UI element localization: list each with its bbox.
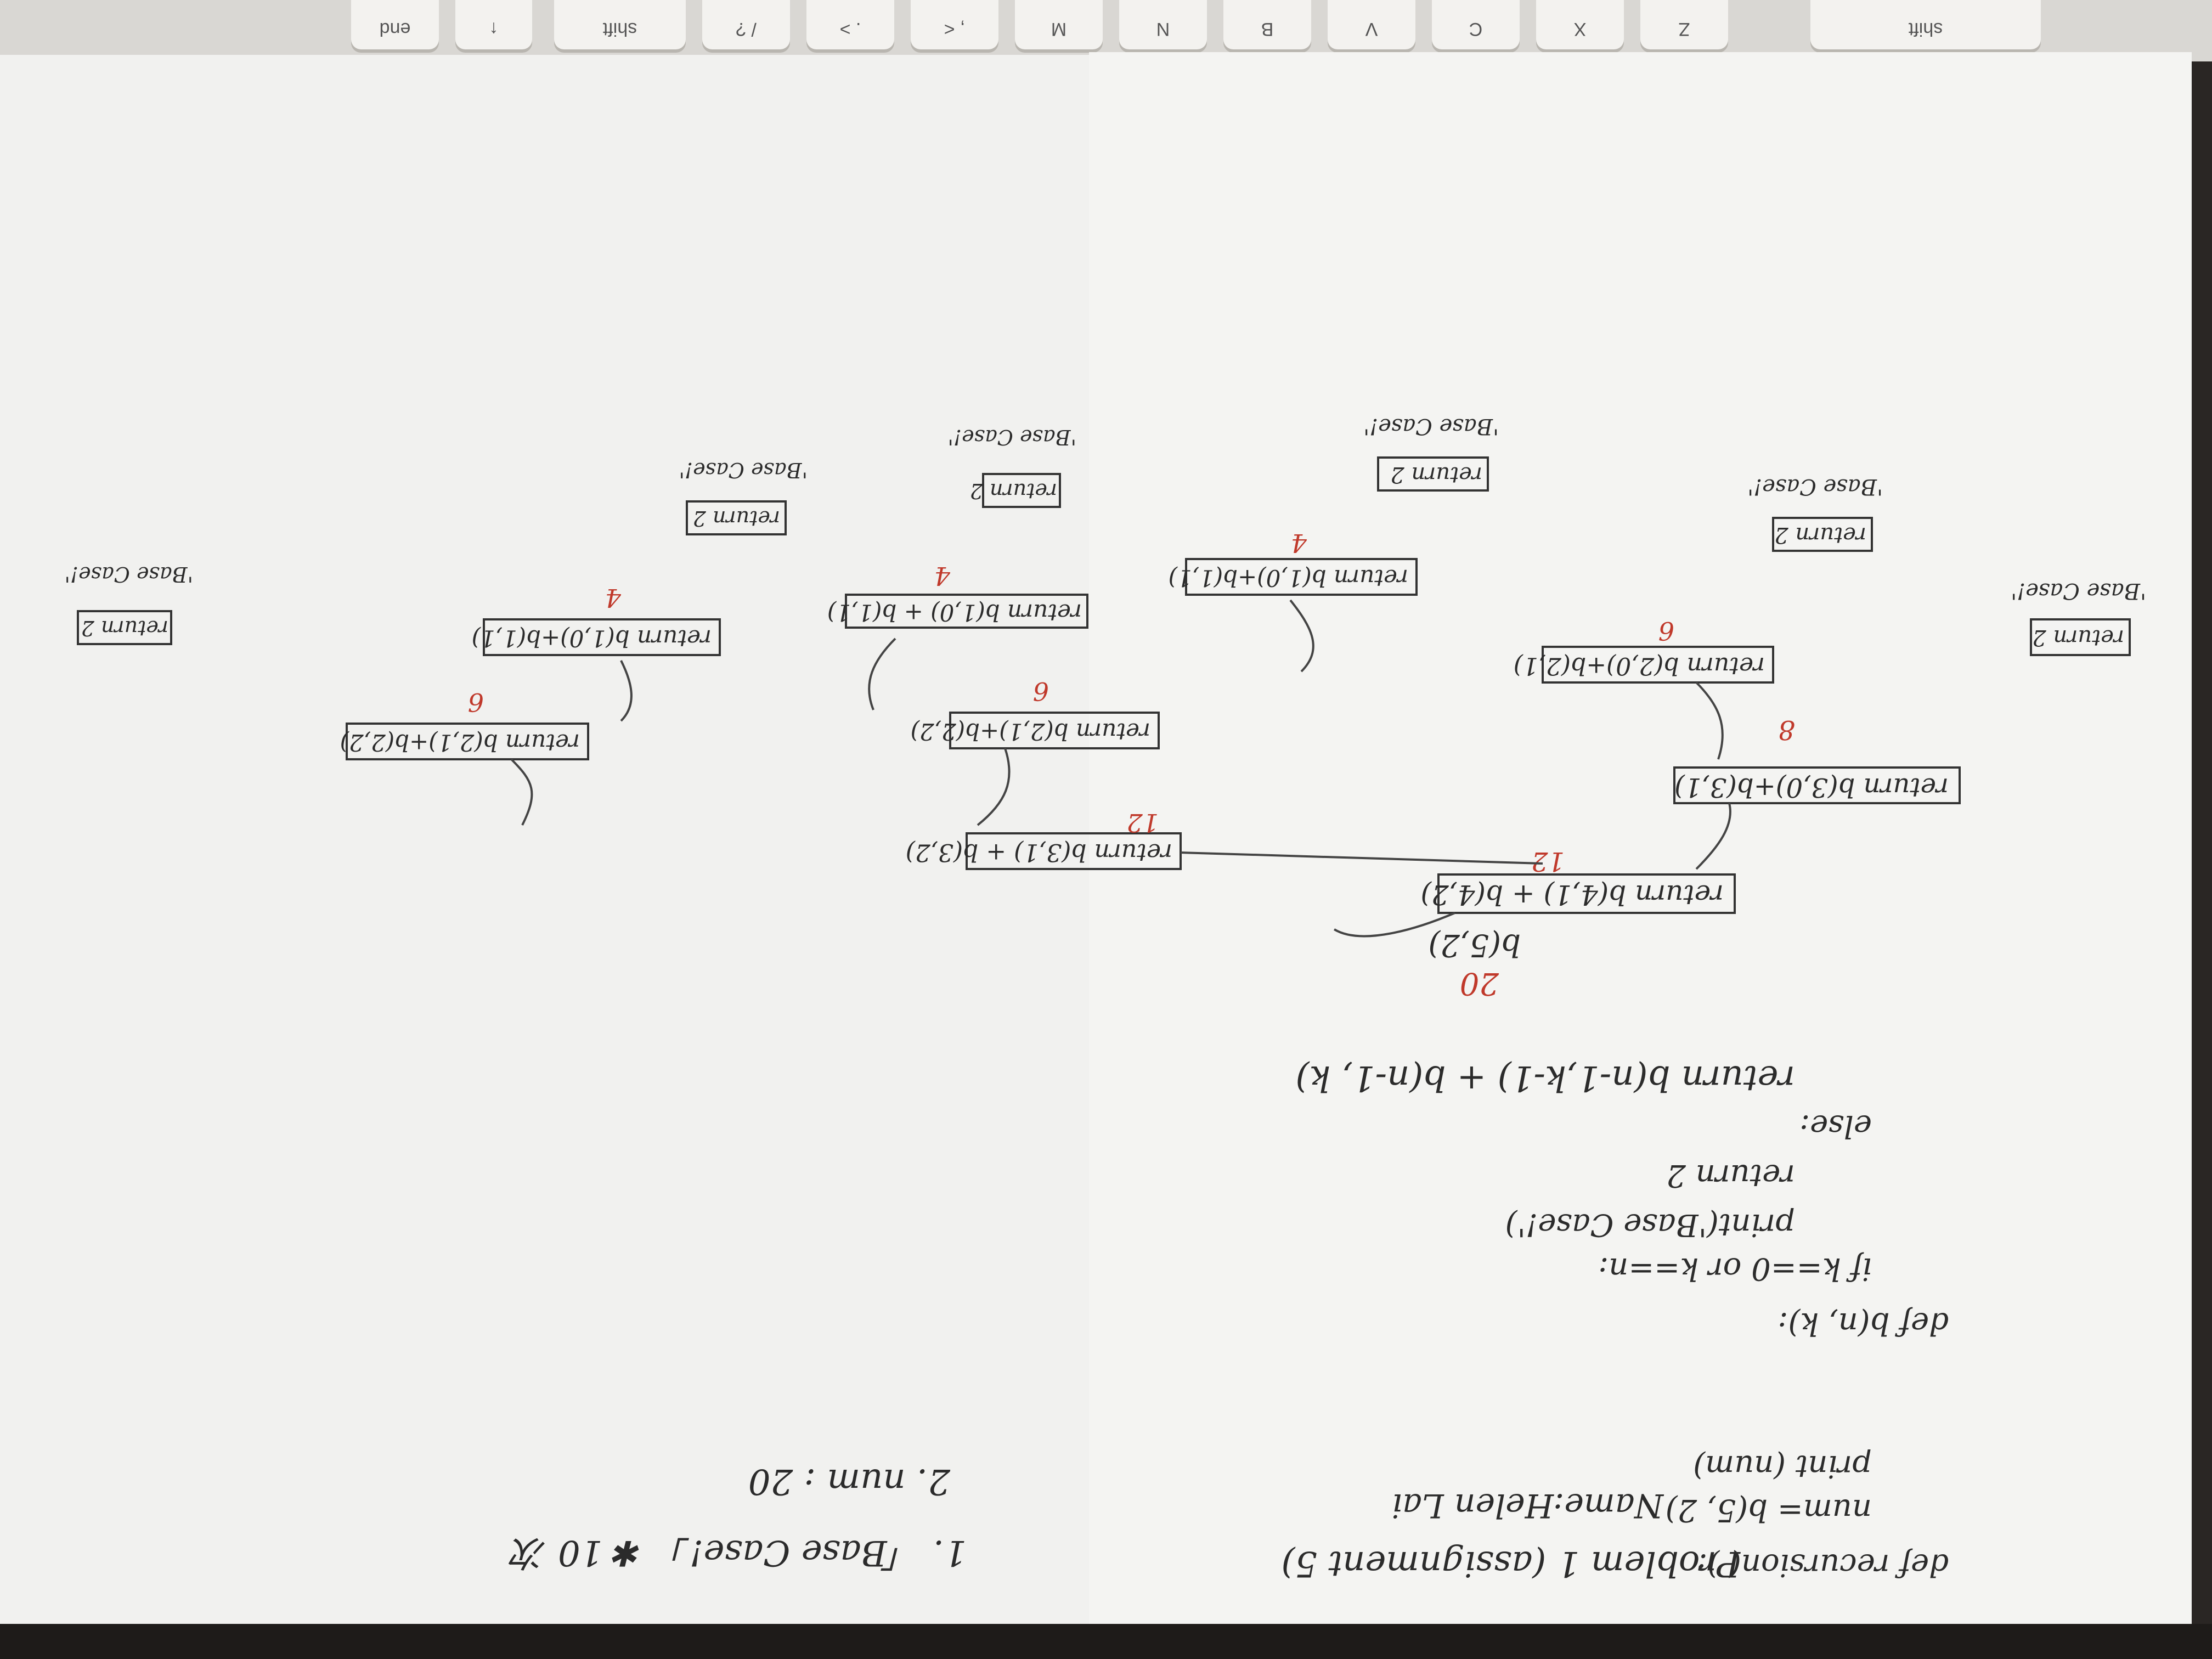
trace-value-5: 6 bbox=[1033, 676, 1049, 706]
key-slash: / ? bbox=[702, 0, 790, 49]
trace-box-8 bbox=[346, 723, 589, 760]
code-line-6: print('Base Case!') bbox=[1505, 1207, 1795, 1243]
trace-box-9 bbox=[483, 618, 721, 656]
paper-sheet-right bbox=[1089, 52, 2192, 1640]
key-period: . > bbox=[806, 0, 894, 49]
trace-expr-6: return b(1,0)+b(1,1) bbox=[1169, 565, 1408, 591]
base-box-3 bbox=[1377, 456, 1489, 492]
trace-value-2: 8 bbox=[1778, 714, 1795, 745]
key-shift-left: shift bbox=[1810, 0, 2041, 49]
base-return-6: return 2 bbox=[81, 616, 168, 640]
keyboard: end ↑ shift / ? . > , < M N B V C X Z sh… bbox=[0, 0, 2212, 61]
key-shift-right: shift bbox=[554, 0, 686, 49]
trace-box-6 bbox=[1185, 558, 1418, 596]
base-label-4: 'Base Case!' bbox=[947, 425, 1076, 449]
trace-box-1 bbox=[1437, 873, 1736, 914]
trace-value-8: 6 bbox=[468, 687, 484, 717]
key-m: M bbox=[1015, 0, 1103, 49]
student-name: Helen Lai bbox=[1392, 1486, 1554, 1525]
trace-value-1: 12 bbox=[1531, 846, 1565, 877]
trace-arrow-6 bbox=[1289, 599, 1314, 673]
trace-root-value: 20 bbox=[1460, 966, 1499, 1001]
answer-line-1: 1. 「Base Case!」 ✱ 10 次 bbox=[509, 1532, 967, 1573]
trace-arrow-8 bbox=[510, 758, 533, 826]
key-end: end bbox=[351, 0, 439, 49]
base-box-6 bbox=[77, 610, 172, 645]
code-line-9: return b(n-1,k-1) + b(n-1, k) bbox=[1295, 1058, 1795, 1098]
trace-value-7: 4 bbox=[934, 561, 951, 591]
code-line-2: num= b(5, 2) bbox=[1666, 1492, 1872, 1528]
trace-arrow-4 bbox=[1695, 681, 1724, 760]
key-up: ↑ bbox=[455, 0, 532, 49]
code-line-3: print (num) bbox=[1693, 1448, 1872, 1484]
paper-sheet-left bbox=[0, 55, 1097, 1635]
trace-arrow-5 bbox=[977, 748, 1011, 826]
trace-arrow-1 bbox=[1333, 912, 1455, 938]
trace-box-2 bbox=[1673, 766, 1961, 804]
answer-line-2: 2. num : 20 bbox=[748, 1461, 951, 1502]
trace-expr-2: return b(3,0)+b(3,1) bbox=[1674, 772, 1949, 803]
base-box-2 bbox=[1772, 517, 1873, 552]
key-x: X bbox=[1536, 0, 1624, 49]
trace-value-9: 4 bbox=[605, 583, 622, 613]
key-z: Z bbox=[1640, 0, 1728, 49]
key-c: C bbox=[1432, 0, 1520, 49]
trace-root-call: b(5,2) bbox=[1428, 927, 1521, 963]
base-return-1: return 2 bbox=[2032, 625, 2124, 650]
base-box-4 bbox=[982, 473, 1061, 508]
trace-expr-7: return b(1,0) + b(1,1) bbox=[827, 599, 1082, 626]
code-line-8: else: bbox=[1799, 1108, 1872, 1144]
base-label-2: 'Base Case!' bbox=[1747, 474, 1883, 499]
desk-edge bbox=[0, 1624, 2212, 1659]
code-line-4: def b(n, k): bbox=[1778, 1306, 1949, 1341]
trace-box-4 bbox=[1542, 646, 1774, 684]
key-n: N bbox=[1119, 0, 1207, 49]
assignment-title: Problem 1 (assignment 5) bbox=[1281, 1543, 1741, 1584]
trace-arrow-3 bbox=[1180, 851, 1543, 865]
base-box-1 bbox=[2030, 618, 2131, 656]
trace-box-5 bbox=[949, 712, 1160, 749]
base-return-5: return 2 bbox=[693, 506, 780, 531]
name-label: Name: bbox=[1553, 1486, 1664, 1525]
trace-expr-5: return b(2,1)+b(2,2) bbox=[911, 718, 1150, 745]
key-comma: , < bbox=[911, 0, 998, 49]
trace-box-3 bbox=[966, 832, 1182, 870]
base-return-2: return 2 bbox=[1774, 522, 1866, 548]
code-line-1: def recursion( ): bbox=[1697, 1547, 1949, 1583]
base-label-1: 'Base Case!' bbox=[2011, 578, 2146, 603]
trace-value-4: 6 bbox=[1658, 616, 1674, 646]
trace-expr-3: return b(3,1) + b(3,2) bbox=[906, 838, 1172, 866]
trace-expr-9: return b(1,0)+b(1,1) bbox=[472, 625, 712, 652]
key-b: B bbox=[1223, 0, 1311, 49]
base-label-3: 'Base Case!' bbox=[1363, 414, 1499, 439]
trace-arrow-7 bbox=[868, 637, 896, 710]
trace-value-3: 12 bbox=[1126, 808, 1159, 838]
base-box-5 bbox=[686, 500, 787, 535]
trace-value-6: 4 bbox=[1291, 528, 1307, 558]
trace-arrow-2 bbox=[1695, 803, 1731, 870]
trace-expr-8: return b(2,1)+b(2,2) bbox=[340, 729, 580, 756]
base-return-3: return 2 bbox=[1390, 462, 1482, 487]
base-label-6: 'Base Case!' bbox=[64, 562, 193, 586]
base-label-5: 'Base Case!' bbox=[679, 458, 808, 482]
trace-expr-4: return b(2,0)+b(2,1) bbox=[1514, 652, 1765, 680]
trace-arrow-9 bbox=[620, 660, 633, 722]
key-v: V bbox=[1328, 0, 1415, 49]
trace-box-7 bbox=[845, 594, 1088, 629]
code-line-5: if k==0 or k==n: bbox=[1598, 1251, 1872, 1286]
trace-expr-1: return b(4,1) + b(4,2) bbox=[1420, 879, 1724, 911]
base-return-4: return 2 bbox=[970, 479, 1057, 503]
code-line-7: return 2 bbox=[1666, 1158, 1795, 1193]
